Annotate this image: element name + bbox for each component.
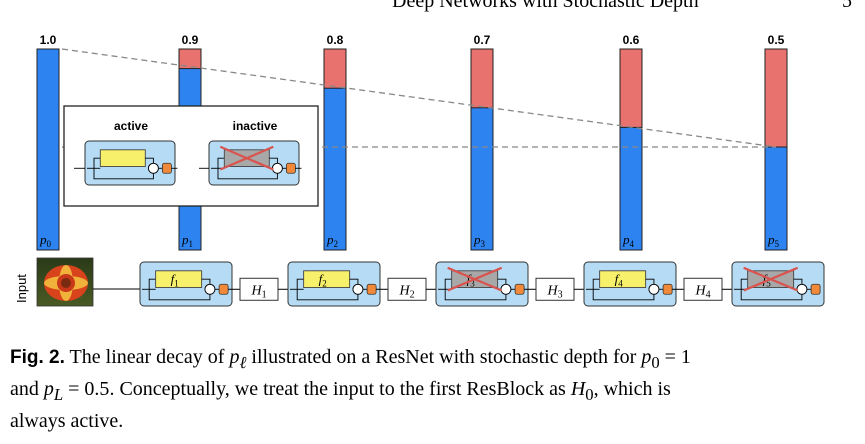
resblock-skip-connection (217, 168, 278, 180)
resblock-line (497, 278, 507, 285)
bar-probability-label: 0.8 (327, 33, 344, 47)
legend-inactive-resblock (199, 140, 302, 186)
figure-caption: Fig. 2. The linear decay of pℓ illustrat… (10, 344, 855, 434)
resblock-line (93, 157, 101, 169)
input-label: Input (14, 274, 29, 303)
resblock-sum-node (204, 283, 216, 295)
caption-text-3: and (10, 378, 44, 400)
resblock-f-label: f3 (467, 272, 476, 289)
caption-text-2: illustrated on a ResNet with stochastic … (246, 346, 642, 368)
resblock-f-label: f1 (171, 272, 179, 289)
resblock-sum-node (352, 283, 364, 295)
input-flower-image (36, 257, 94, 307)
bar-survival-segment (36, 48, 60, 251)
figure-label: Fig. 2. (10, 347, 65, 368)
resblock-skip-connection (148, 289, 211, 301)
hidden-state-label: H4 (694, 283, 710, 300)
resblock-line (148, 278, 156, 290)
linear-decay-dashed-line (61, 48, 777, 148)
bar-probability-label: 0.6 (623, 33, 640, 47)
resblock-line (793, 278, 803, 285)
resblock-relu-node (810, 283, 821, 295)
resblock-line (296, 278, 304, 290)
caption-math-sub: ℓ (239, 353, 247, 372)
resblock-f-label: f5 (763, 272, 772, 289)
resblock-sum-node (796, 283, 808, 295)
resblock-line (592, 278, 600, 290)
resblock-relu-node (366, 283, 377, 295)
bar-p-label: p1 (181, 232, 193, 249)
caption-math-p0: p (641, 346, 652, 368)
page-number: 5 (842, 0, 852, 12)
resblock-skip-connection (592, 289, 655, 301)
hidden-state-label: H3 (546, 283, 562, 300)
resblock-line (349, 278, 359, 285)
resblock-skip-connection (444, 289, 507, 301)
legend-active-label: active (114, 119, 148, 133)
caption-math-pL-sub: L (53, 385, 64, 404)
drop-cross-icon (219, 145, 274, 171)
resblock-sum-node (648, 283, 660, 295)
resblock-relu-node (514, 283, 525, 295)
stochastic-depth-figure: 1.0 p0 0.9 p1 0.8 p2 0.7 p3 0.6 p4 0.5 p5 active in… (14, 33, 825, 307)
resblock-skip-connection (740, 289, 803, 301)
resblock-line (201, 278, 211, 285)
resblock-line (217, 157, 225, 169)
resblock-f-label: f4 (615, 272, 624, 289)
resblock-relu-node (662, 283, 673, 295)
bar-p-label: p4 (622, 232, 635, 249)
hidden-state-label: H2 (398, 283, 414, 300)
caption-text-4: . Conceptually, we treat the input to th… (109, 378, 571, 400)
drop-cross-icon (743, 266, 799, 292)
caption-math-pL-value: = 0.5 (63, 378, 110, 400)
bar-probability-label: 0.5 (768, 33, 785, 47)
caption-text-6: always active. (10, 410, 124, 432)
bar-survival-segment (470, 107, 494, 251)
caption-math-H0-sub: 0 (585, 385, 594, 404)
bar-probability-label: 0.9 (182, 33, 199, 47)
running-title: Deep Networks with Stochastic Depth (392, 0, 699, 12)
resblock-line (145, 157, 154, 164)
caption-math-pL: p (43, 378, 54, 400)
resblock-line (645, 278, 655, 285)
resblock-skip-connection (296, 289, 359, 301)
bar-p-label: p0 (39, 232, 52, 249)
resblock-line (444, 278, 452, 290)
resblock-skip-connection (93, 168, 154, 180)
bar-probability-label: 0.7 (474, 33, 491, 47)
resblock-line (740, 278, 748, 290)
caption-math-p0-value: = 1 (659, 346, 691, 368)
bar-p-label: p2 (326, 232, 338, 249)
drop-cross-icon (447, 266, 503, 292)
resblock-sum-node (147, 162, 159, 174)
bar-p-label: p3 (473, 232, 486, 249)
resblock-f-box (99, 149, 146, 167)
legend-box: active inactive (63, 105, 319, 207)
resblock-sum-node (500, 283, 512, 295)
caption-math-H0: H (570, 378, 586, 400)
bar-survival-segment (323, 87, 347, 251)
resblock-relu-node (218, 283, 229, 295)
hidden-state-label: H1 (250, 283, 266, 300)
resblock-line (269, 157, 278, 164)
resblock-sum-node (271, 162, 283, 174)
caption-math-p: p (229, 346, 240, 368)
page-header: Deep Networks with Stochastic Depth 5 (0, 0, 865, 12)
caption-text-5: , which is (593, 378, 671, 400)
caption-math-p0-sub: 0 (651, 353, 660, 372)
resblock-relu-node (285, 162, 296, 174)
bar-probability-label: 1.0 (40, 33, 57, 47)
caption-text-1: The linear decay of (64, 346, 230, 368)
legend-active-resblock (74, 140, 178, 186)
resblock-f-label: f2 (319, 272, 327, 289)
bar-p-label: p5 (767, 232, 780, 249)
resblock-relu-node (161, 162, 172, 174)
legend-inactive-label: inactive (233, 119, 278, 133)
